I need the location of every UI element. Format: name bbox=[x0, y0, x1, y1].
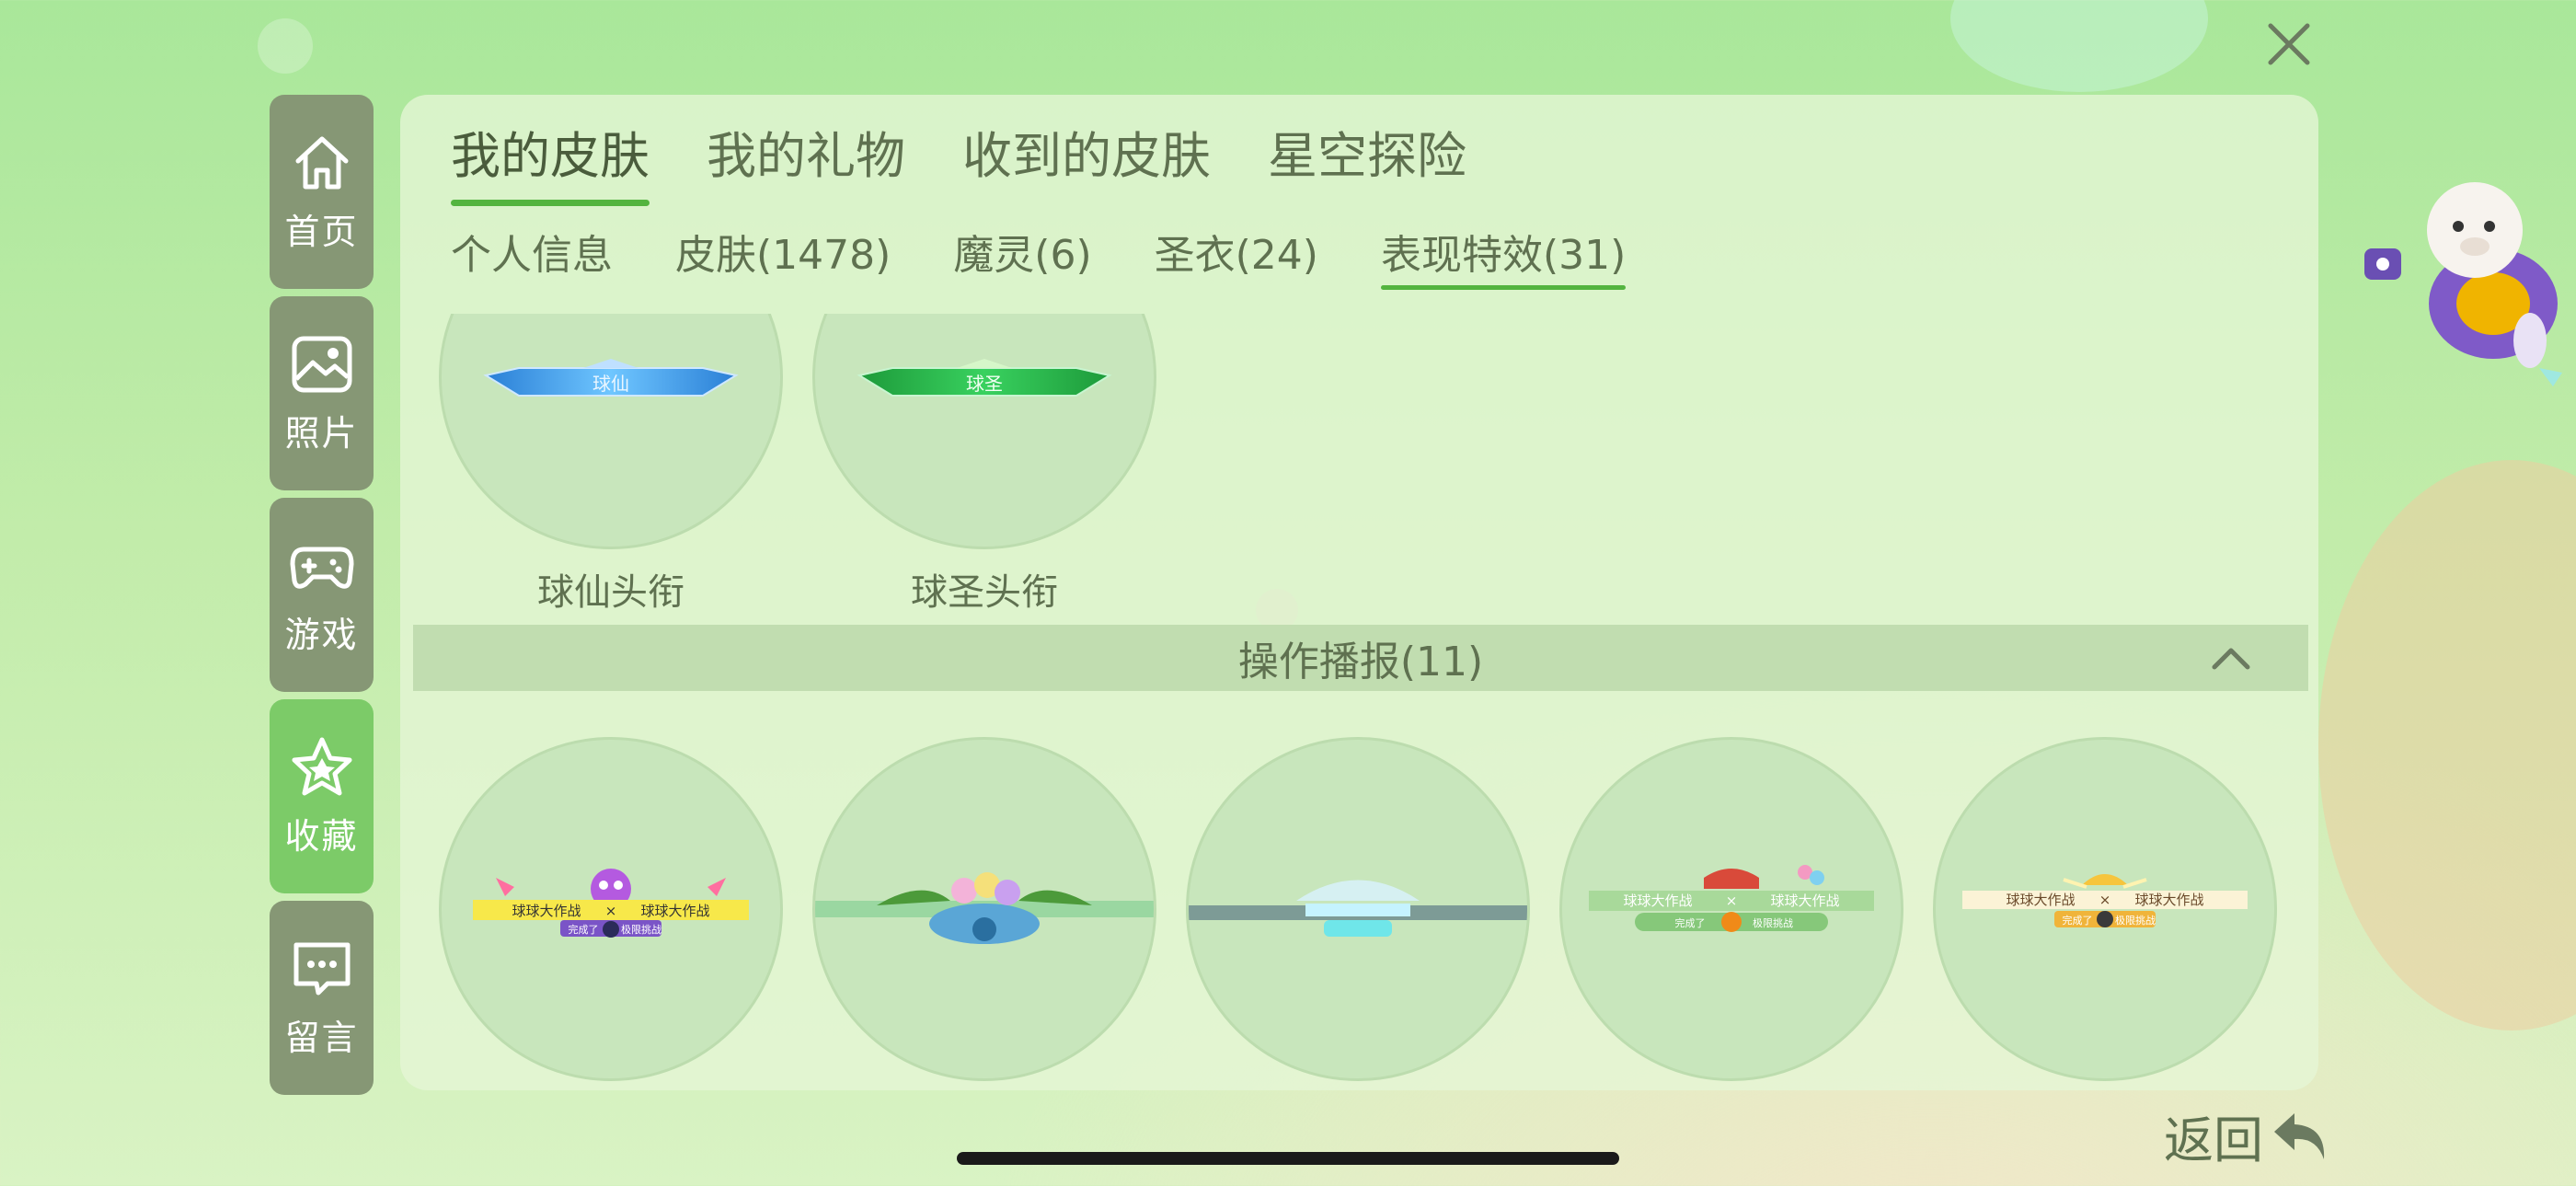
close-button[interactable] bbox=[2261, 17, 2317, 72]
nav-label: 收藏 bbox=[284, 816, 359, 857]
nav-label: 游戏 bbox=[284, 615, 359, 655]
svg-text:极限挑战: 极限挑战 bbox=[621, 923, 661, 936]
scroll-content[interactable]: 球仙 球仙头衔 球圣 球圣头衔 操作播报(11) bbox=[400, 314, 2318, 1087]
broadcast-item[interactable]: 球球大作战 × 球球大作战 完成了 极限挑战 bbox=[1559, 737, 1903, 1081]
item-thumbnail bbox=[1186, 737, 1530, 1081]
svg-text:完成了: 完成了 bbox=[2063, 914, 2093, 927]
photo-icon bbox=[292, 336, 351, 393]
title-item[interactable]: 球圣 球圣头衔 bbox=[812, 314, 1156, 616]
nav-label: 首页 bbox=[284, 212, 359, 252]
nav-item-home[interactable]: 首页 bbox=[270, 95, 374, 289]
broadcast-banner: 球球大作战 × 球球大作战 完成了 极限挑战 bbox=[1962, 874, 2248, 927]
svg-text:球球大作战: 球球大作战 bbox=[512, 903, 581, 919]
top-tabs: 我的皮肤 我的礼物 收到的皮肤 星空探险 bbox=[451, 115, 1524, 206]
svg-text:完成了: 完成了 bbox=[569, 923, 599, 936]
tab-star-adventure[interactable]: 星空探险 bbox=[1268, 127, 1466, 185]
subtab-skins[interactable]: 皮肤(1478) bbox=[675, 232, 891, 279]
svg-text:×: × bbox=[605, 903, 617, 919]
tab-my-gifts[interactable]: 我的礼物 bbox=[707, 127, 905, 185]
broadcast-item[interactable]: 球球大作战 × 球球大作战 完成了 极限挑战 bbox=[439, 737, 783, 1081]
nav-item-favorites[interactable]: 收藏 bbox=[270, 699, 374, 893]
background-bubble bbox=[1950, 0, 2208, 92]
gamepad-icon bbox=[290, 547, 353, 589]
tab-my-skins[interactable]: 我的皮肤 bbox=[451, 115, 650, 206]
title-banner: 球仙 bbox=[483, 359, 739, 397]
mascot-illustration bbox=[2355, 166, 2576, 386]
subtab-personal-info[interactable]: 个人信息 bbox=[451, 232, 613, 279]
nav-label: 留言 bbox=[284, 1018, 359, 1058]
item-thumbnail: 球圣 bbox=[812, 314, 1156, 549]
broadcast-item[interactable]: 球球大作战 × 球球大作战 完成了 极限挑战 bbox=[1933, 737, 2277, 1081]
close-icon bbox=[2268, 23, 2310, 65]
message-icon bbox=[293, 942, 350, 996]
main-panel: 我的皮肤 我的礼物 收到的皮肤 星空探险 个人信息 皮肤(1478) 魔灵(6)… bbox=[400, 95, 2318, 1090]
home-icon bbox=[295, 136, 348, 190]
sidebar: 首页 照片 游戏 收藏 留言 bbox=[270, 95, 374, 1102]
background-bubble bbox=[2318, 460, 2576, 1031]
subtab-spirits[interactable]: 魔灵(6) bbox=[953, 232, 1092, 279]
nav-item-message[interactable]: 留言 bbox=[270, 901, 374, 1095]
svg-text:球球大作战: 球球大作战 bbox=[2134, 892, 2203, 908]
nav-item-game[interactable]: 游戏 bbox=[270, 498, 374, 692]
sub-tabs: 个人信息 皮肤(1478) 魔灵(6) 圣衣(24) 表现特效(31) bbox=[451, 222, 1688, 290]
broadcast-banner: 球球大作战 × 球球大作战 完成了 极限挑战 bbox=[473, 869, 749, 938]
svg-text:极限挑战: 极限挑战 bbox=[1753, 916, 1793, 929]
title-item[interactable]: 球仙 球仙头衔 bbox=[439, 314, 783, 616]
back-button[interactable]: 返回 bbox=[2164, 1100, 2333, 1172]
section-header-broadcast[interactable]: 操作播报(11) bbox=[413, 625, 2308, 691]
svg-text:球球大作战: 球球大作战 bbox=[1623, 892, 1692, 909]
broadcast-banner bbox=[1189, 880, 1527, 937]
svg-text:×: × bbox=[2099, 892, 2111, 908]
item-label: 球仙头衔 bbox=[537, 571, 684, 614]
section-title: 操作播报(11) bbox=[1237, 639, 1484, 685]
broadcast-item[interactable] bbox=[812, 737, 1156, 1081]
svg-text:极限挑战: 极限挑战 bbox=[2115, 914, 2156, 927]
svg-text:×: × bbox=[1726, 892, 1738, 909]
subtab-effects[interactable]: 表现特效(31) bbox=[1380, 222, 1627, 290]
svg-text:球球大作战: 球球大作战 bbox=[1770, 892, 1839, 909]
svg-text:球球大作战: 球球大作战 bbox=[640, 903, 709, 919]
svg-text:完成了: 完成了 bbox=[1675, 916, 1706, 929]
broadcast-item[interactable] bbox=[1186, 737, 1530, 1081]
background-bubble bbox=[258, 18, 313, 74]
home-indicator bbox=[957, 1152, 1619, 1165]
title-banner: 球圣 bbox=[857, 359, 1112, 397]
subtab-armor[interactable]: 圣衣(24) bbox=[1154, 232, 1318, 279]
item-thumbnail: 球球大作战 × 球球大作战 完成了 极限挑战 bbox=[1933, 737, 2277, 1081]
banner-text: 球仙 bbox=[592, 373, 629, 395]
star-icon bbox=[292, 737, 351, 796]
tab-received-skins[interactable]: 收到的皮肤 bbox=[962, 127, 1211, 185]
item-thumbnail bbox=[812, 737, 1156, 1081]
nav-item-photo[interactable]: 照片 bbox=[270, 296, 374, 490]
item-thumbnail: 球仙 bbox=[439, 314, 783, 549]
banner-text: 球圣 bbox=[966, 373, 1003, 395]
item-thumbnail: 球球大作战 × 球球大作战 完成了 极限挑战 bbox=[439, 737, 783, 1081]
svg-text:球球大作战: 球球大作战 bbox=[2006, 892, 2075, 908]
item-thumbnail: 球球大作战 × 球球大作战 完成了 极限挑战 bbox=[1559, 737, 1903, 1081]
broadcast-banner: 球球大作战 × 球球大作战 完成了 极限挑战 bbox=[1589, 865, 1874, 932]
back-label: 返回 bbox=[2164, 1111, 2263, 1169]
nav-label: 照片 bbox=[284, 413, 359, 454]
broadcast-banner bbox=[815, 872, 1154, 944]
back-arrow-icon bbox=[2274, 1112, 2325, 1159]
chevron-up-icon[interactable] bbox=[2209, 638, 2253, 678]
item-label: 球圣头衔 bbox=[911, 571, 1058, 614]
